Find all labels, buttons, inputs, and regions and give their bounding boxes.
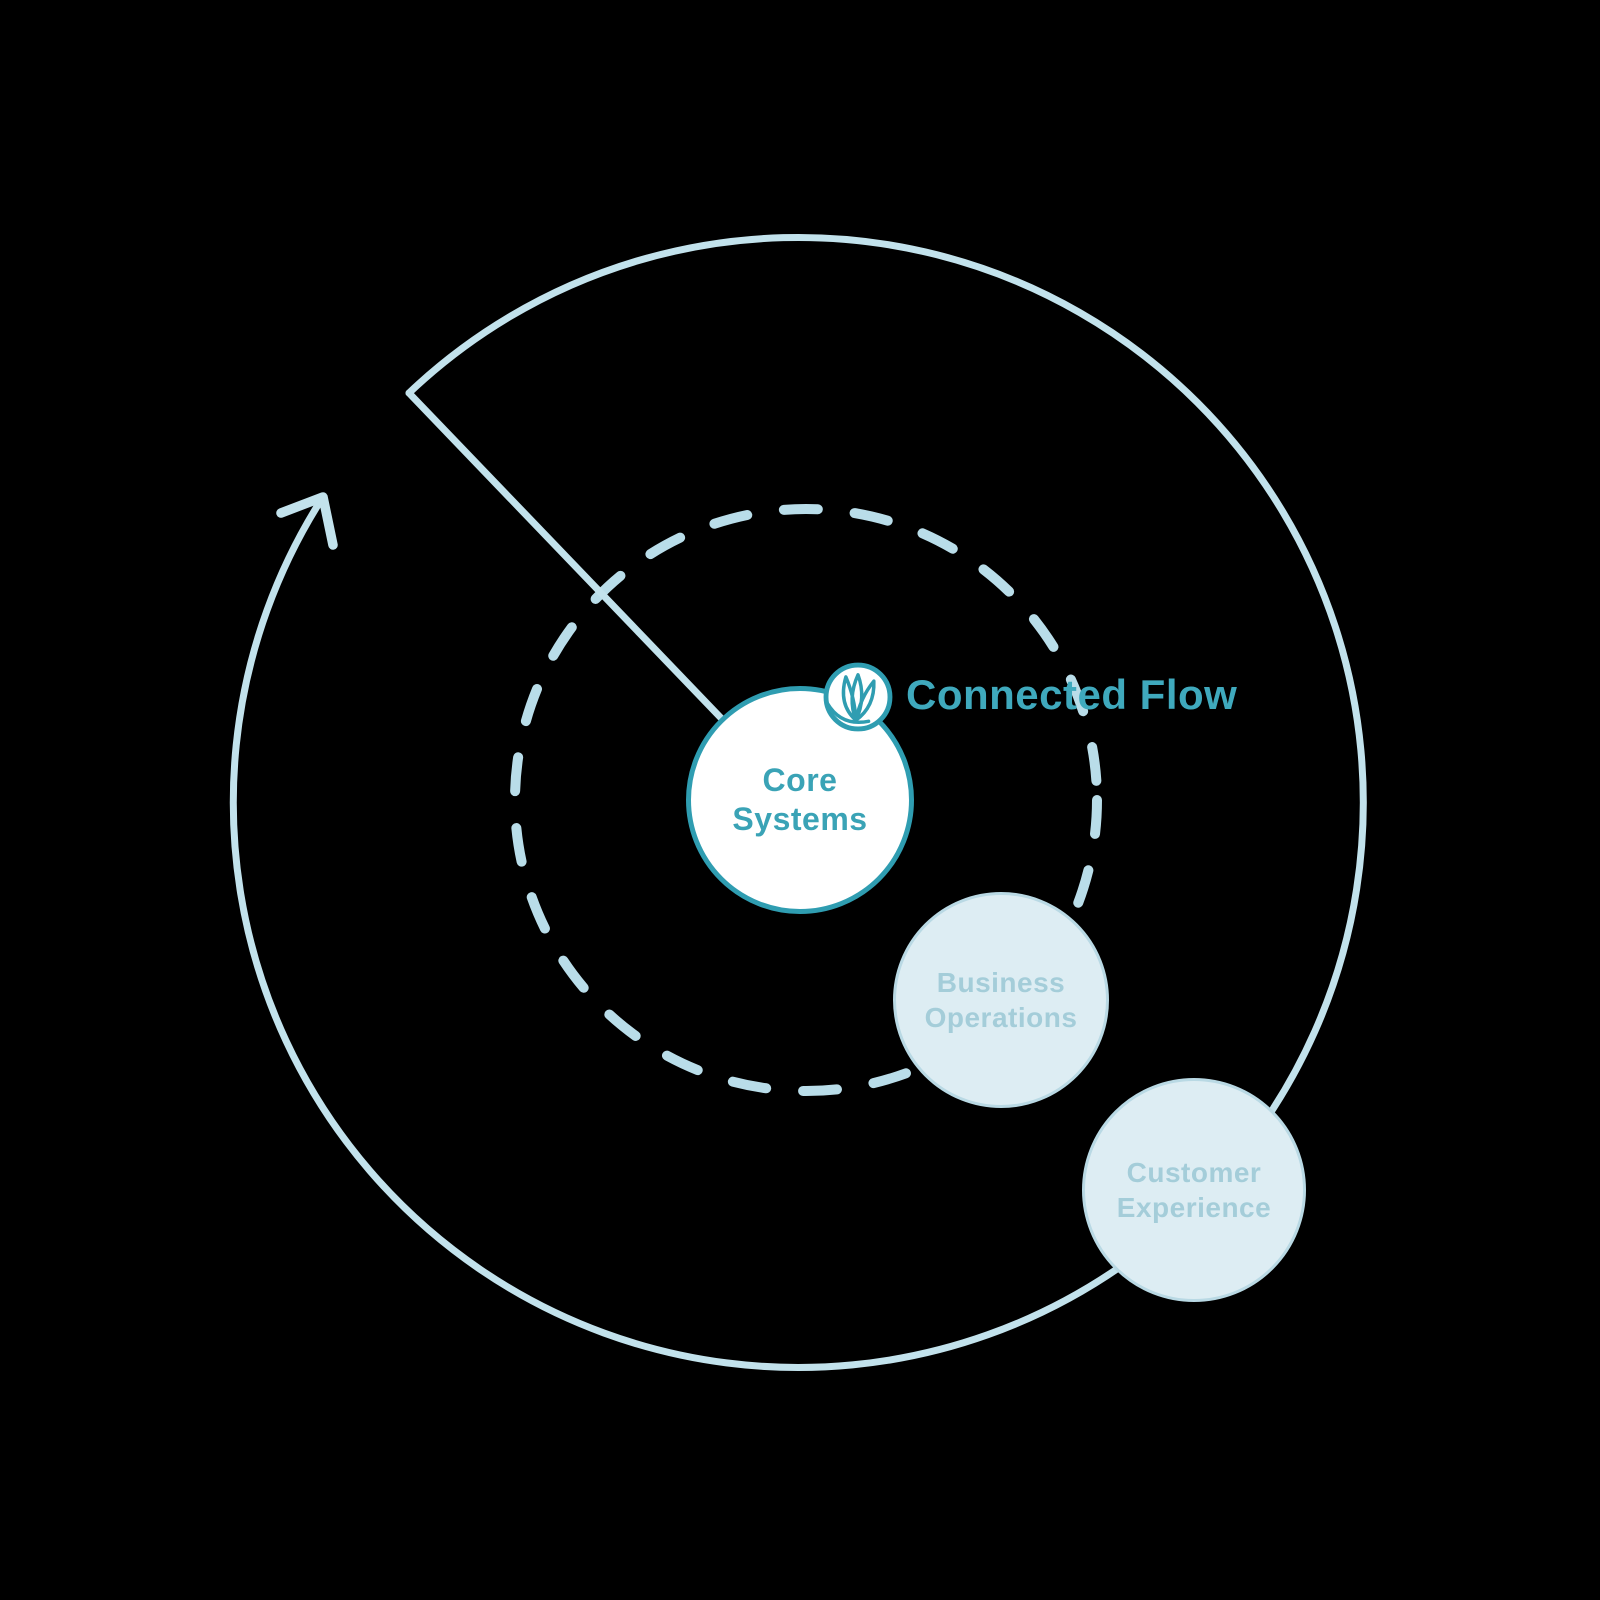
core-systems-label-line2: Systems	[732, 801, 868, 837]
lotus-base-sweep	[825, 701, 871, 724]
business-operations-node: Business Operations	[893, 892, 1109, 1108]
cycle-arrowhead-icon	[276, 492, 338, 550]
brand-title: Connected Flow	[906, 671, 1238, 718]
radial-connector-line	[405, 389, 725, 722]
lotus-right-petal	[854, 679, 876, 722]
customer-experience-node: Customer Experience	[1082, 1078, 1306, 1302]
customer-experience-label-line1: Customer	[1126, 1157, 1262, 1188]
lotus-icon	[823, 662, 893, 732]
lotus-left-petal	[841, 675, 858, 722]
customer-experience-label-line2: Experience	[1116, 1192, 1272, 1223]
inner-dashed-orbit	[510, 504, 1102, 1096]
business-operations-label-line1: Business	[936, 967, 1066, 998]
business-operations-label-line2: Operations	[924, 1002, 1078, 1033]
core-systems-label-line1: Core	[762, 762, 838, 798]
